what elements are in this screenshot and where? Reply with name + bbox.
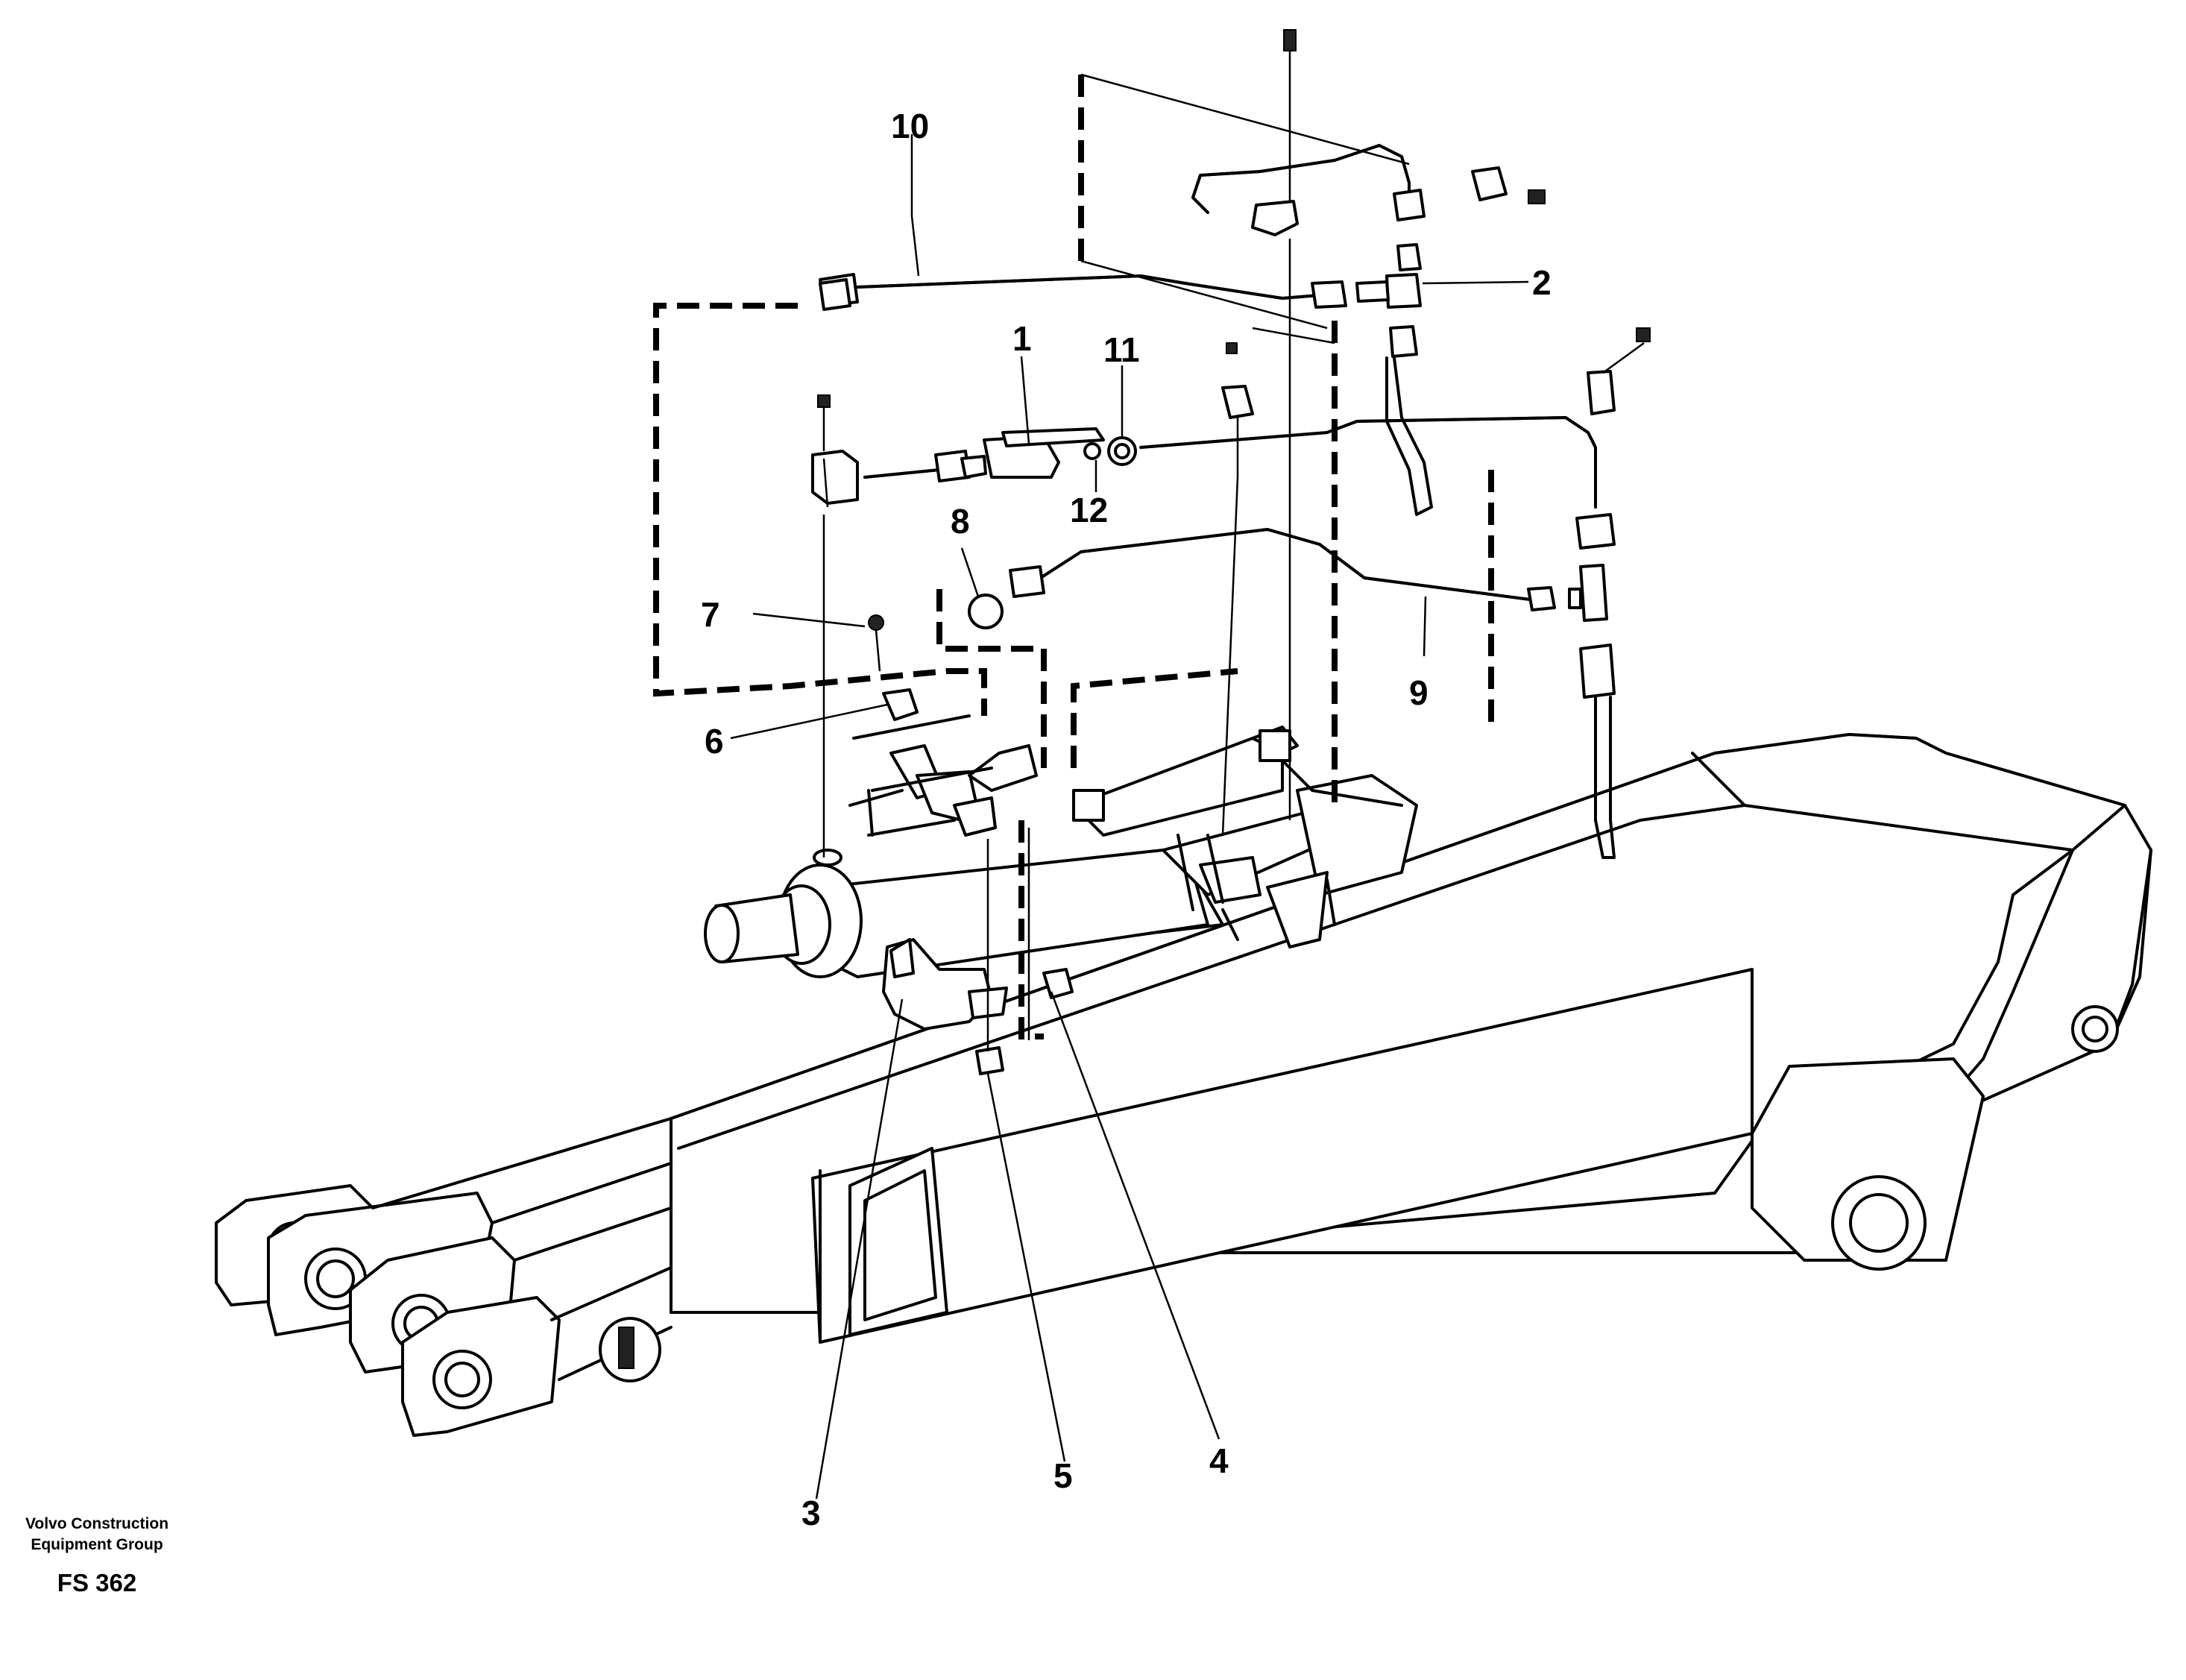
publisher-line-2: Equipment Group [31, 1536, 163, 1553]
callout-10: 10 [891, 107, 929, 145]
figure-id: FS 362 [57, 1569, 137, 1596]
callout-9: 9 [1409, 673, 1429, 712]
callout-8: 8 [951, 502, 970, 541]
boom-arm [215, 733, 2152, 1437]
clamp-assembly [848, 614, 1074, 1075]
hydraulic-pipes [811, 29, 1651, 859]
callout-1: 1 [1012, 319, 1032, 358]
routing-dashes [653, 73, 1494, 1039]
publisher-line-1: Volvo Construction [25, 1515, 169, 1532]
callout-3: 3 [801, 1494, 821, 1532]
callout-labels: 1 2 3 4 5 6 7 8 9 10 11 12 [701, 107, 1552, 1532]
footer: Volvo Construction Equipment Group FS 36… [0, 1514, 194, 1597]
hydraulic-cylinder [704, 726, 1418, 978]
callout-7: 7 [701, 595, 720, 634]
leader-lines [730, 134, 1529, 1500]
callout-2: 2 [1532, 263, 1552, 302]
callout-4: 4 [1209, 1441, 1229, 1480]
callout-6: 6 [705, 722, 724, 761]
callout-12: 12 [1070, 491, 1108, 529]
callout-11: 11 [1103, 330, 1140, 369]
callout-5: 5 [1053, 1456, 1073, 1495]
